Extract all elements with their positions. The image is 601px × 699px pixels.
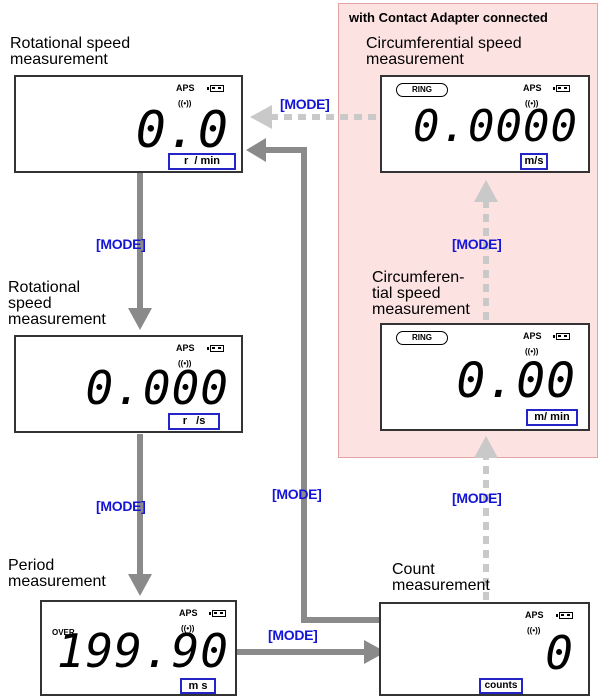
lcd-rot-s: APS ((•)) 0.000 r /s bbox=[14, 335, 243, 433]
lcd-rot-min: APS ((•)) 0.0 r / min bbox=[14, 75, 243, 173]
battery-icon bbox=[207, 85, 224, 92]
lcd-period: APS ((•)) OVER 199.90 m s bbox=[40, 600, 237, 696]
unit-box: m/s bbox=[520, 153, 548, 170]
signal-icon: ((•)) bbox=[181, 624, 195, 633]
signal-icon: ((•)) bbox=[178, 359, 192, 368]
lcd-count: APS ((•)) 0 counts bbox=[379, 602, 590, 696]
mode-label-circ-to-rot: [MODE] bbox=[280, 96, 330, 112]
arrowhead-count bbox=[364, 640, 386, 664]
arrowhead-circ-min bbox=[474, 436, 498, 458]
unit-box: m/ min bbox=[526, 409, 578, 426]
aps-label: APS bbox=[176, 343, 195, 353]
battery-icon bbox=[209, 610, 226, 617]
signal-icon: ((•)) bbox=[525, 99, 539, 108]
aps-label: APS bbox=[176, 83, 195, 93]
aps-label: APS bbox=[523, 331, 542, 341]
unit-box: m s bbox=[180, 678, 216, 694]
lcd-value: 0.0000 bbox=[413, 101, 578, 152]
lcd-circ-min: RING APS ((•)) 0.00 m/ min bbox=[380, 323, 590, 431]
lcd-value: 0.00 bbox=[456, 353, 576, 409]
mode-label-rot-min-to-rot-s: [MODE] bbox=[96, 236, 146, 252]
aps-label: APS bbox=[179, 608, 198, 618]
arrowhead-rot-s bbox=[128, 308, 152, 330]
adapter-panel-title: with Contact Adapter connected bbox=[349, 10, 548, 25]
lcd-circ-s: RING APS ((•)) 0.0000 m/s bbox=[380, 75, 590, 173]
signal-icon: ((•)) bbox=[527, 626, 541, 635]
over-indicator: OVER bbox=[52, 628, 75, 637]
mode-label-period-to-count: [MODE] bbox=[268, 627, 318, 643]
arrowhead-rot-min-dashed bbox=[250, 105, 272, 129]
ring-icon: RING bbox=[396, 331, 448, 345]
mode-label-rot-s-to-period: [MODE] bbox=[96, 498, 146, 514]
lcd-value: 0.000 bbox=[85, 361, 229, 415]
aps-label: APS bbox=[523, 83, 542, 93]
lcd-value: 0 bbox=[545, 626, 574, 680]
unit-box: r /s bbox=[168, 413, 220, 430]
arrowhead-circ-s bbox=[474, 180, 498, 202]
mode-label-count-to-rot-min: [MODE] bbox=[272, 486, 322, 502]
ring-icon: RING bbox=[396, 83, 448, 97]
battery-icon bbox=[207, 345, 224, 352]
unit-box: r / min bbox=[168, 153, 236, 170]
battery-icon bbox=[556, 612, 573, 619]
mode-label-count-to-circ-min: [MODE] bbox=[452, 490, 502, 506]
aps-label: APS bbox=[525, 610, 544, 620]
arrowhead-rot-min bbox=[246, 138, 266, 162]
mode-label-circ-min-to-circ-s: [MODE] bbox=[452, 236, 502, 252]
signal-icon: ((•)) bbox=[525, 347, 539, 356]
lcd-value: 199.90 bbox=[56, 624, 229, 678]
signal-icon: ((•)) bbox=[178, 99, 192, 108]
arrow-count-to-rot-min bbox=[262, 147, 380, 623]
lcd-value: 0.0 bbox=[135, 101, 229, 159]
battery-icon bbox=[553, 333, 570, 340]
battery-icon bbox=[553, 85, 570, 92]
unit-box: counts bbox=[479, 678, 523, 694]
arrowhead-period bbox=[128, 574, 152, 596]
